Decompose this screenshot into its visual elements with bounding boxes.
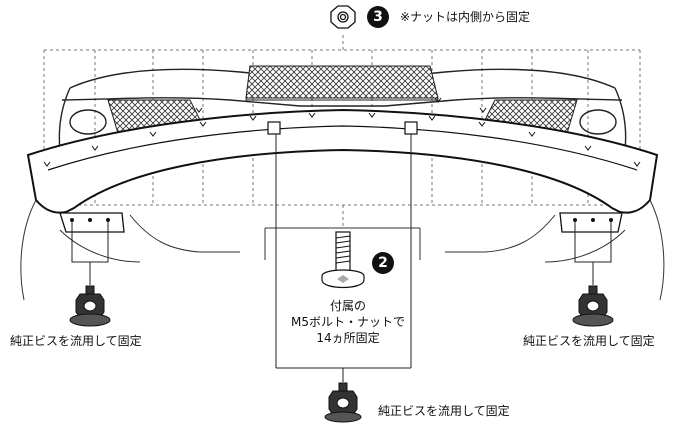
kit-label-line-3: 14ヵ所固定 bbox=[316, 331, 380, 345]
step-2-badge: 2 bbox=[372, 252, 394, 274]
screw-leaders bbox=[71, 134, 612, 382]
oem-screw-icon-bottom bbox=[324, 382, 362, 423]
right-screw-label: 純正ビスを流用して固定 bbox=[523, 334, 655, 348]
nut-icon bbox=[330, 5, 356, 29]
step-3-note: ※ナットは内側から固定 bbox=[400, 10, 531, 24]
bracket-holes bbox=[70, 218, 613, 222]
diffuser bbox=[26, 108, 659, 214]
oem-screw-icon-left bbox=[69, 285, 111, 327]
bolt-points bbox=[43, 97, 641, 167]
step-3-badge: 3 bbox=[367, 6, 389, 28]
bottom-screw-label: 純正ビスを流用して固定 bbox=[378, 404, 510, 418]
side-brackets bbox=[59, 212, 623, 233]
kit-label-line-1: 付属の bbox=[329, 299, 366, 313]
kit-bolt-label: 付属の M5ボルト・ナットで 14ヵ所固定 bbox=[290, 298, 406, 346]
bolt-icon bbox=[321, 231, 365, 289]
oem-screw-icon-right bbox=[572, 285, 614, 327]
undercarriage bbox=[20, 199, 665, 301]
grille-mesh bbox=[245, 65, 439, 99]
left-screw-label: 純正ビスを流用して固定 bbox=[10, 334, 142, 348]
kit-label-line-2: M5ボルト・ナットで bbox=[291, 315, 405, 329]
